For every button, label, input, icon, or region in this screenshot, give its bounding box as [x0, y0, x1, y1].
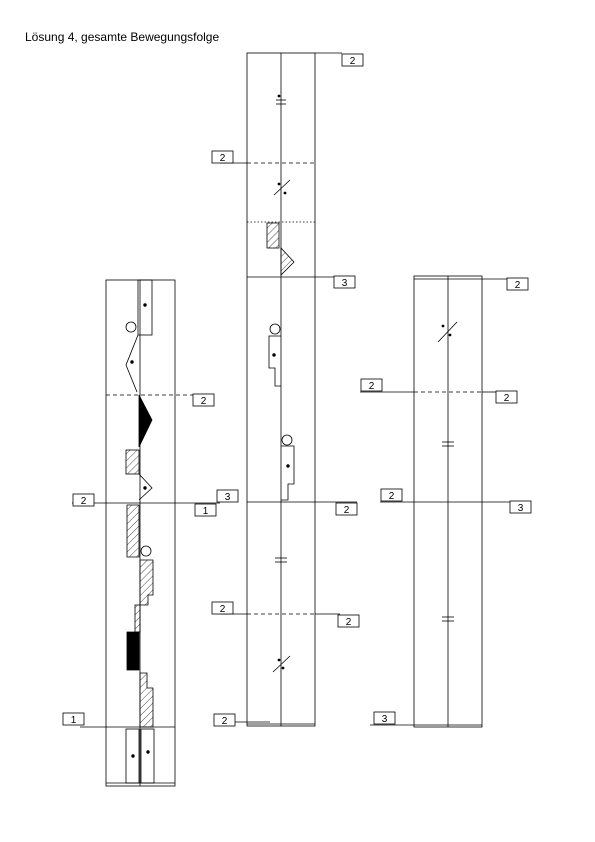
strip-1-dot [146, 750, 150, 754]
strip-1-label: 1 [71, 715, 77, 726]
strip-1-hatched-bottom [139, 672, 154, 728]
strip-2-dot [283, 191, 287, 195]
strip-3-dot [441, 324, 445, 328]
strip-3-label-box [509, 500, 532, 514]
strip-2-label: 2 [344, 505, 350, 516]
strip-1-black-wedge [138, 394, 153, 448]
strip-2-label-box [333, 275, 356, 289]
strip-2-dot [277, 94, 281, 98]
strip-3-label-box [380, 488, 403, 502]
strip-1-zigzag-upper [125, 334, 139, 393]
strip-2-label-box [337, 614, 360, 628]
strip-3-label-box [360, 378, 383, 392]
strip-3 [360, 275, 530, 728]
strip-3-label: 3 [382, 714, 388, 725]
strip-2-circle-marker [281, 434, 293, 446]
strip-2-dot [277, 658, 281, 662]
strip-2-profile-left [268, 335, 281, 387]
strip-2-hatched-triangle [280, 246, 295, 276]
strip-1-top-block [137, 279, 153, 336]
strip-2-hatched-block [266, 222, 280, 249]
strip-1-label-box [62, 712, 85, 726]
strip-1-label: 2 [201, 396, 207, 407]
strip-2-dot [272, 353, 276, 357]
strip-1-bottom-block-right [140, 728, 155, 784]
strip-2 [220, 52, 357, 727]
strip-2-label-box [211, 601, 234, 615]
strip-1-hatched-step [134, 604, 141, 633]
strip-3-slash-symbol [437, 321, 458, 343]
strip-3-dot [448, 333, 452, 337]
strip-3-label-box [373, 711, 396, 725]
strip-1-black-block [126, 631, 140, 671]
strip-3-label: 2 [369, 381, 375, 392]
strip-2-label: 2 [350, 56, 356, 67]
strip-2-label-box [335, 502, 358, 516]
strip-2-dot [281, 666, 285, 670]
strip-3-label: 3 [518, 503, 524, 514]
strip-2-label: 3 [342, 278, 348, 289]
strip-1-label-box [72, 493, 95, 507]
strip-2-dot [277, 182, 281, 186]
strip-1-label: 1 [203, 506, 209, 517]
strip-2-label-box [341, 53, 364, 67]
strip-2-dot [286, 464, 290, 468]
strip-3-label-box [506, 277, 529, 291]
strip-1-dot [143, 303, 147, 307]
strip-1 [72, 279, 220, 787]
strip-3-label: 2 [389, 491, 395, 502]
strip-2-label-box [213, 713, 236, 727]
strip-1-label-box [216, 489, 239, 503]
strip-1-label-box [192, 393, 215, 407]
strip-1-circle-marker [125, 321, 137, 333]
strip-3-label: 2 [515, 280, 521, 291]
strip-1-label-box [194, 503, 217, 517]
page-title: Lösung 4, gesamte Bewegungsfolge [25, 30, 220, 44]
strip-2-slash-symbol [273, 179, 291, 196]
strip-3-label: 2 [504, 393, 510, 404]
strip-1-dot [130, 360, 134, 364]
strip-1-circle-marker [140, 545, 152, 557]
strip-2-slash-symbol [272, 655, 291, 673]
strip-1-label: 3 [225, 492, 231, 503]
strip-1-hatched-right [139, 559, 154, 606]
strip-1-hatched-lower-left [126, 504, 140, 558]
strip-2-label: 2 [346, 617, 352, 628]
strip-2-circle-marker [269, 323, 281, 335]
strip-2-profile-right [281, 445, 295, 501]
strip-1-chevron [138, 473, 153, 501]
strip-1-bottom-block-left [125, 728, 140, 784]
strip-1-dot [143, 486, 147, 490]
strip-3-label-box [495, 390, 518, 404]
strip-2-label-box [211, 150, 234, 164]
strip-2-label: 2 [222, 716, 228, 727]
strip-2-label: 2 [220, 604, 226, 615]
strip-1-label: 2 [81, 496, 87, 507]
strip-1-hatched-block [125, 449, 140, 475]
strip-1-dot [131, 754, 135, 758]
strip-2-label: 2 [220, 153, 226, 164]
